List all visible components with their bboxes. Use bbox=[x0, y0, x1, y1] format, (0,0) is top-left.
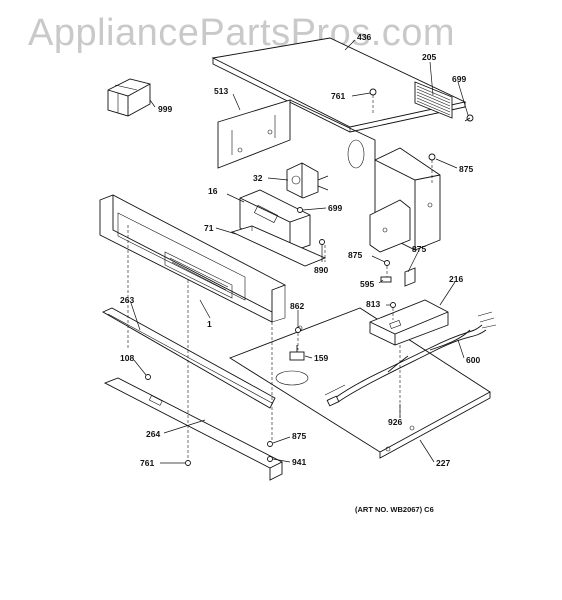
callout-264: 264 bbox=[146, 429, 160, 439]
part-761-screw-bottom bbox=[185, 460, 191, 466]
callout-699-middle: 699 bbox=[328, 203, 342, 213]
callout-108: 108 bbox=[120, 353, 134, 363]
callout-699-top: 699 bbox=[452, 74, 466, 84]
part-875-595-clips bbox=[380, 260, 416, 308]
callout-862: 862 bbox=[290, 301, 304, 311]
callout-216: 216 bbox=[449, 274, 463, 284]
art-number-label: (ART NO. WB2067) C6 bbox=[355, 505, 434, 514]
callout-875-bottom: 875 bbox=[292, 431, 306, 441]
callout-71: 71 bbox=[204, 223, 214, 233]
part-999-box bbox=[107, 78, 151, 117]
callout-875-left: 875 bbox=[348, 250, 362, 260]
callout-813: 813 bbox=[366, 299, 380, 309]
part-16-control-board bbox=[239, 189, 311, 253]
callout-890: 890 bbox=[314, 265, 328, 275]
part-875-941-screws-bottom bbox=[267, 441, 273, 462]
callout-926: 926 bbox=[388, 417, 402, 427]
part-761-screw-top bbox=[369, 88, 377, 115]
part-1-control-panel bbox=[99, 194, 287, 323]
part-875-screw-upper bbox=[428, 153, 436, 161]
callout-875-upper: 875 bbox=[459, 164, 473, 174]
part-699-screw-middle bbox=[297, 207, 303, 213]
callout-labels: 999 436 205 699 513 761 875 32 16 699 71… bbox=[120, 32, 480, 514]
callout-436: 436 bbox=[357, 32, 371, 42]
part-890-screw bbox=[319, 239, 325, 245]
callout-941: 941 bbox=[292, 457, 306, 467]
part-699-screw-top bbox=[464, 114, 474, 122]
part-right-side-panel bbox=[369, 147, 441, 253]
part-205-vent-grille bbox=[414, 81, 453, 119]
part-227-base-plate bbox=[228, 307, 491, 459]
callout-159: 159 bbox=[314, 353, 328, 363]
callout-761-bottom: 761 bbox=[140, 458, 154, 468]
callout-513: 513 bbox=[214, 86, 228, 96]
part-600-wire-harness bbox=[326, 311, 497, 407]
watermark-text: AppliancePartsPros.com bbox=[28, 12, 456, 54]
part-263-trim-strip bbox=[102, 307, 276, 409]
callout-761-top: 761 bbox=[331, 91, 345, 101]
callout-leaders bbox=[130, 39, 469, 464]
part-108-screw bbox=[145, 374, 151, 380]
part-32-fan-motor bbox=[286, 162, 329, 199]
callout-600: 600 bbox=[466, 355, 480, 365]
part-862-159-clip bbox=[289, 327, 305, 361]
callout-205: 205 bbox=[422, 52, 436, 62]
part-264-lower-trim bbox=[103, 377, 283, 481]
callout-595: 595 bbox=[360, 279, 374, 289]
callout-32: 32 bbox=[253, 173, 263, 183]
callout-875-right: 875 bbox=[412, 244, 426, 254]
callout-1: 1 bbox=[207, 319, 212, 329]
part-216-terminal-block bbox=[369, 299, 449, 346]
callout-263: 263 bbox=[120, 295, 134, 305]
callout-227: 227 bbox=[436, 458, 450, 468]
callout-16: 16 bbox=[208, 186, 218, 196]
callout-999: 999 bbox=[158, 104, 172, 114]
part-513-side-bracket bbox=[217, 99, 376, 169]
